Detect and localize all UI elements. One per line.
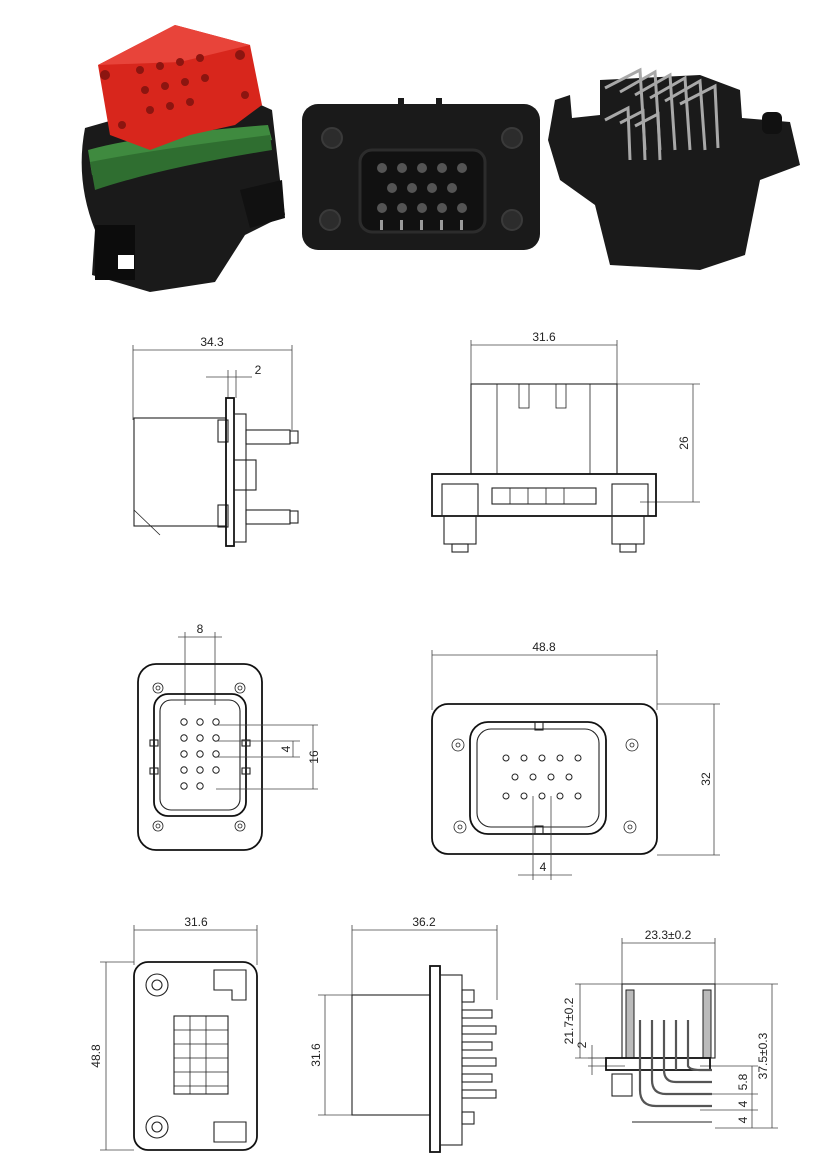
dim-section-4b: 4 [736, 1116, 750, 1123]
dim-top-width: 31.6 [532, 330, 556, 344]
drawing-profile-view: 36.2 31.6 [309, 915, 498, 1153]
drawing-top-view: 31.6 26 [431, 330, 700, 553]
connector-photo-red-housing [81, 25, 286, 292]
connector-photo-angled-pins [548, 67, 800, 270]
dim-rear-height: 32 [699, 772, 713, 786]
dim-side-flange: 2 [255, 363, 262, 377]
drawing-rear-view: 48.8 32 4 [431, 640, 720, 880]
dim-rear-width: 48.8 [532, 640, 556, 654]
dim-front-pin-16: 16 [307, 750, 321, 764]
dim-rear-pitch: 4 [540, 860, 547, 874]
dim-profile-width: 36.2 [412, 915, 436, 929]
dim-profile-height: 31.6 [309, 1043, 323, 1067]
drawing-section-view: 23.3±0.2 21.7±0.2 2 37.5±0.3 5.8 4 4 [562, 928, 778, 1129]
dim-section-21-7: 21.7±0.2 [562, 997, 576, 1044]
dim-top-height: 26 [677, 436, 691, 450]
dim-side-width: 34.3 [200, 335, 224, 349]
drawing-front-view: 8 4 16 [137, 622, 321, 851]
drawing-side-view: 34.3 2 [132, 335, 299, 547]
dim-bottom-width: 31.6 [184, 915, 208, 929]
dim-section-5-8: 5.8 [736, 1073, 750, 1090]
dim-bottom-height: 48.8 [89, 1044, 103, 1068]
dim-section-width: 23.3±0.2 [645, 928, 692, 942]
dim-front-pin-4: 4 [279, 745, 293, 752]
dim-section-4a: 4 [736, 1100, 750, 1107]
dim-section-2: 2 [575, 1041, 589, 1048]
dim-section-37-5: 37.5±0.3 [756, 1032, 770, 1079]
dim-front-pitch: 8 [197, 622, 204, 636]
drawing-bottom-view: 31.6 48.8 [89, 915, 258, 1151]
connector-photo-front-pins [302, 98, 540, 250]
